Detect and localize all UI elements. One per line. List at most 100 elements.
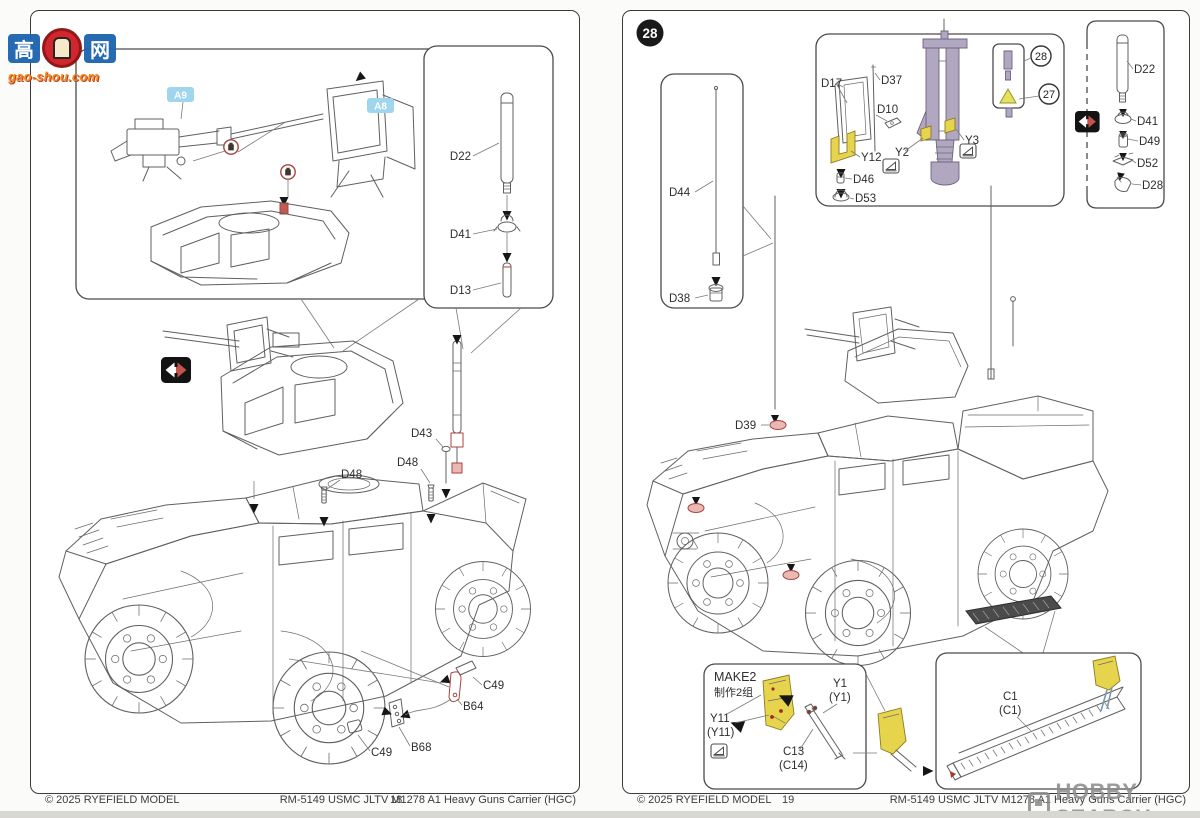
part-label-d53: D53 [855,193,876,205]
step-number-badge: 28 [636,19,664,47]
svg-text:A8: A8 [374,102,387,113]
warning-triangle-icon [999,87,1017,104]
vehicle-drawing: D39 [646,185,1109,667]
option-part-drawing [1003,50,1013,81]
bottom-brackets-group: C49 B64 B68 C49 [288,650,504,759]
part-label-d28: D28 [1142,180,1163,192]
cement-icon [223,139,239,155]
part-label-c1-alt: (C1) [999,705,1022,717]
assembly-arrow-icon [249,504,259,514]
part-label-y1: Y1 [833,678,847,690]
rod-c13-drawing [804,703,846,760]
circled-badge-28: 28 [1023,45,1052,67]
right-footer-page-number: 19 [782,794,795,806]
svg-text:27: 27 [1043,89,1055,101]
gaoshou-left-tile: 高 [8,33,40,63]
pe-glue-icon [882,158,900,174]
make2-box: MAKE2 制作2组 Y11 (Y11) Y1 (Y1) [703,663,867,790]
pe-part-y12-drawing [830,130,856,164]
right-footer-copyright: © 2025 RYEFIELD MODEL [637,794,772,806]
part-label-d22: D22 [450,151,471,163]
part-label-d13: D13 [450,285,471,297]
part-label-d22: D22 [1134,64,1155,76]
part-d10-drawing [884,117,902,129]
direction-swap-icon [161,357,191,383]
part-d53-drawing [832,189,850,202]
highlighted-peg-part [279,202,289,215]
scan-edge-strip [0,811,1200,818]
pe-glue-icon [710,743,728,759]
base-d38-drawing [708,284,724,302]
part-b64-drawing [448,671,462,703]
part-label-d38: D38 [669,293,690,305]
c1-box: C1 (C1) [935,652,1142,790]
svg-text:28: 28 [642,26,658,41]
rod-d43-group: D43 [411,335,464,499]
circled-badge-27: 27 [1018,83,1060,105]
gun-shield-drawing [326,80,416,198]
pe-part-y11-drawing [762,674,795,731]
antenna-d22-drawing [1116,34,1129,103]
pe-part-y2-drawing [920,125,932,142]
left-footer-page-number: 18 [390,794,403,806]
part-label-a8: A8 [367,98,394,113]
antenna-installed-drawing [450,340,464,474]
part-label-d41: D41 [1137,116,1158,128]
part-label-d10: D10 [877,104,898,116]
part-label-d46: D46 [853,174,874,186]
part-label-d48: D48 [397,457,418,469]
part-d49-drawing [1118,132,1128,148]
part-label-d49: D49 [1139,136,1160,148]
part-label-c13: C13 [783,746,804,758]
highlighted-antenna-base [687,503,705,513]
highlighted-slot [950,771,956,778]
parts-column-box: D22 D41 D49 D52 D28 [1075,20,1165,209]
part-label-c1: C1 [1003,691,1018,703]
part-label-y1-alt: (Y1) [829,692,851,704]
right-page: 28 D44 D38 [622,10,1190,794]
part-label-d37: D37 [881,75,902,87]
left-subassembly-box-a: A9 A8 [75,48,449,300]
vehicle-drawing [58,474,531,765]
tube-d13-drawing [502,262,512,298]
cement-icon [280,164,296,180]
left-antenna-box-b: D22 D41 D13 [423,45,554,354]
svg-text:28: 28 [1035,51,1047,63]
bracket-d17-drawing [834,76,872,144]
mount-box: D17 D37 D10 Y12 D46 [815,18,1065,207]
part-label-y11: Y11 [710,713,730,725]
part-label-y2: Y2 [895,147,909,159]
pe-part-y3-drawing [944,117,956,134]
part-label-d48: D48 [341,469,362,481]
left-footer-copyright: © 2025 RYEFIELD MODEL [45,794,180,806]
part-d52-drawing [1112,152,1134,166]
part-label-c13-alt: (C14) [779,760,808,772]
mount-d41-drawing [493,214,521,233]
direction-swap-icon [1075,111,1100,133]
part-label-d17: D17 [821,78,842,90]
running-board-c1-drawing [946,686,1126,781]
pe-glue-icon [959,143,977,159]
part-label-y12: Y12 [861,152,881,164]
part-label-d44: D44 [669,187,691,199]
part-label-y11-alt: (Y11) [707,727,734,739]
part-label-d39: D39 [735,420,756,432]
gaoshou-watermark: 高 网 gao-shou.com [8,28,116,84]
make2-subtitle: 制作2组 [714,685,753,699]
side-step-installed-drawing [965,595,1062,654]
gaoshou-gear-icon [42,28,82,68]
gaoshou-right-tile: 网 [84,33,116,63]
part-label-c49: C49 [371,747,392,759]
svg-text:A9: A9 [174,91,187,102]
gaoshou-domain-text: gao-shou.com [8,69,100,84]
part-label-d41: D41 [450,229,471,241]
make2-title: MAKE2 [714,670,756,684]
part-label-b64: B64 [463,701,484,713]
antenna-d22-drawing [500,92,514,194]
highlighted-ring-d39 [769,420,787,430]
part-b68-drawing [388,698,405,728]
left-footer-kit-name: RM-5149 USMC JLTV M1278 A1 Heavy Guns Ca… [279,794,576,806]
part-label-a9: A9 [167,87,194,120]
screw-d48-group: D48 D48 [319,457,436,527]
turret-tub-drawing [150,200,350,286]
